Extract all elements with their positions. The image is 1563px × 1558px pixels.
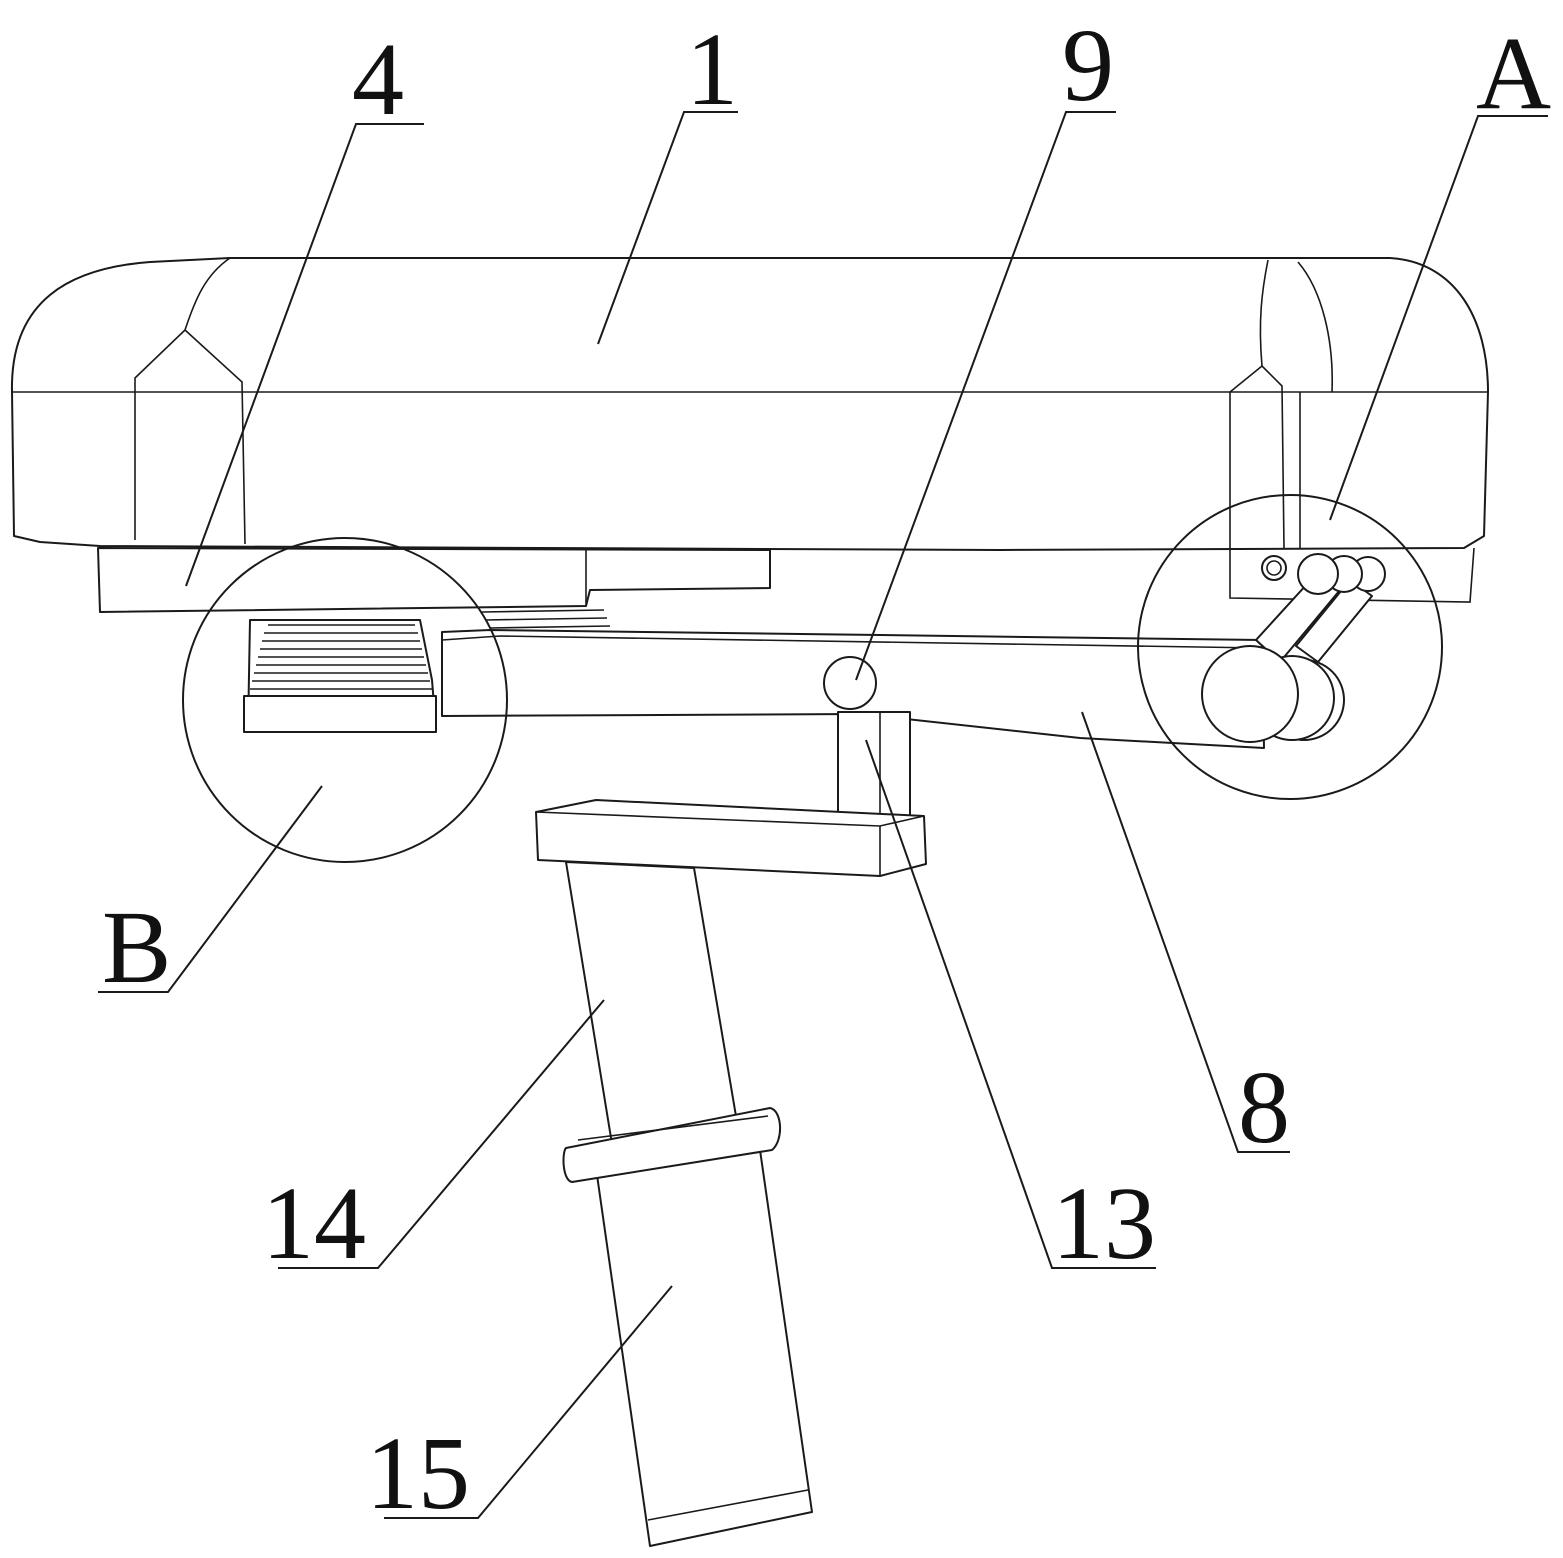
leader-lines (98, 111, 1548, 1519)
part-4-base-plate (97, 547, 771, 613)
leader-15 (384, 1285, 673, 1519)
horizontal-bracket (535, 799, 927, 877)
callout-9: 9 (1062, 8, 1114, 123)
callout-b: B (102, 890, 171, 1005)
leader-a (1329, 115, 1548, 521)
callout-8: 8 (1238, 1050, 1290, 1165)
detail-a-hinge-mechanism (1201, 553, 1386, 743)
tube-collar (562, 1107, 781, 1183)
callout-1: 1 (686, 12, 738, 127)
part-9-pivot-pin (823, 656, 877, 710)
callout-15: 15 (366, 1416, 470, 1531)
part-14-upper-tube (565, 861, 739, 1145)
leader-9 (855, 111, 1116, 681)
leader-8 (1081, 711, 1290, 1153)
callout-a: A (1476, 16, 1551, 131)
leader-1 (597, 111, 738, 345)
part-1-seat-body (10, 257, 1489, 603)
leader-4 (185, 123, 424, 587)
callout-13: 13 (1052, 1166, 1156, 1281)
callout-14: 14 (262, 1166, 366, 1281)
leader-b (98, 785, 323, 993)
callout-4: 4 (352, 22, 404, 137)
detail-b-spring-assembly (243, 609, 611, 733)
leader-13 (865, 739, 1156, 1269)
part-15-lower-tube (595, 1149, 813, 1547)
detail-circle-a (1137, 494, 1443, 800)
leader-14 (278, 999, 605, 1269)
detail-circle-b (182, 537, 508, 863)
